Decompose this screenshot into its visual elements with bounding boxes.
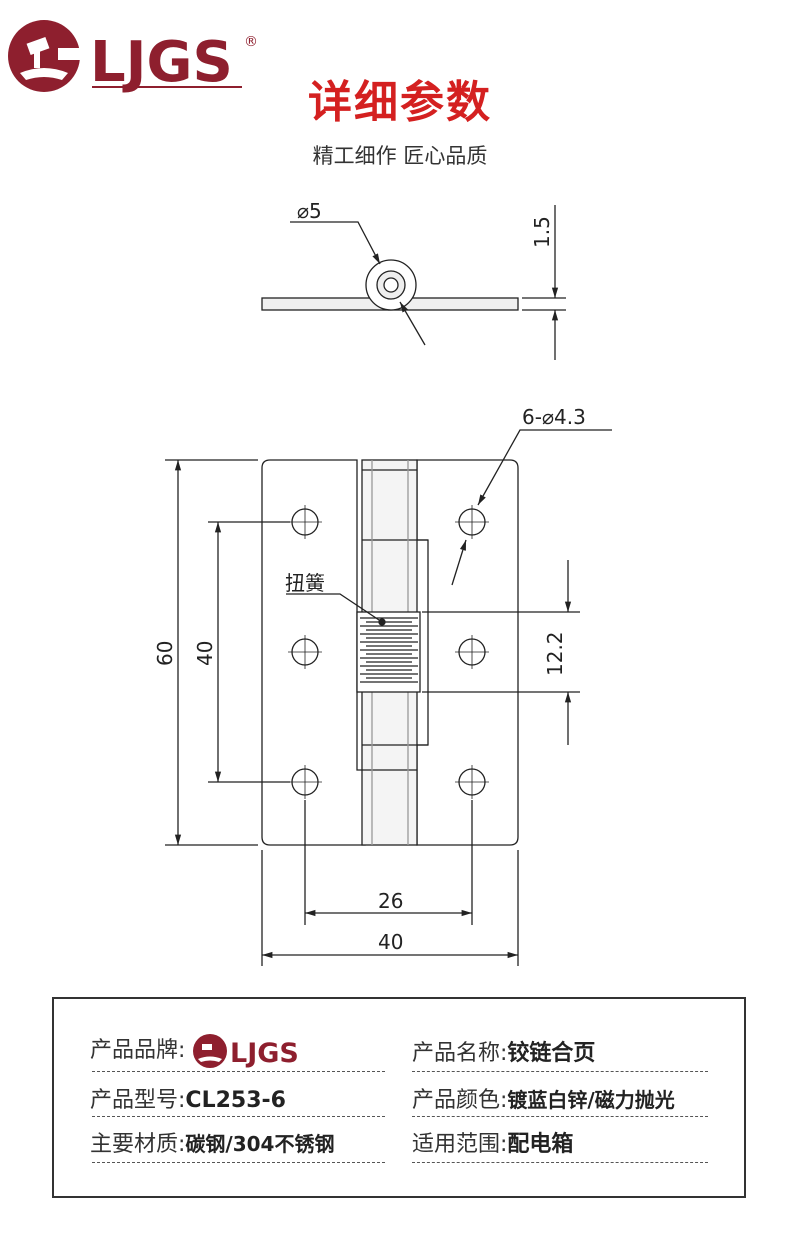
mounting-hole	[288, 505, 322, 539]
spec-label: 产品颜色:	[412, 1088, 508, 1113]
page-title: 详细参数	[308, 77, 492, 128]
spec-brand: 产品品牌: LJGS	[90, 1032, 314, 1070]
spec-usage: 适用范围:配电箱	[412, 1126, 573, 1158]
spec-color: 产品颜色:镀蓝白锌/磁力抛光	[412, 1082, 675, 1114]
pin-diameter-label: ⌀5	[297, 199, 322, 223]
hole-vertical-spacing-label: 40	[193, 641, 217, 666]
divider	[412, 1116, 708, 1117]
spec-value: 镀蓝白锌/磁力抛光	[507, 1088, 675, 1112]
spring-label: 扭簧	[285, 571, 325, 595]
spring-length-label: 12.2	[543, 631, 567, 676]
divider	[92, 1162, 385, 1163]
mounting-hole	[455, 505, 489, 539]
divider	[412, 1162, 708, 1163]
spec-table	[52, 997, 746, 1198]
spec-name: 产品名称:铰链合页	[412, 1035, 595, 1067]
torsion-spring	[356, 611, 421, 693]
spec-label: 主要材质:	[90, 1132, 186, 1157]
total-height-label: 60	[153, 641, 177, 666]
top-view: ⌀5 1.5	[261, 199, 566, 360]
mounting-hole	[288, 765, 322, 799]
page-subtitle: 精工细作 匠心品质	[312, 144, 488, 168]
spec-value: 碳钢/304不锈钢	[185, 1132, 335, 1156]
holes-label: 6-⌀4.3	[522, 405, 586, 429]
mounting-hole	[455, 765, 489, 799]
spec-label: 适用范围:	[412, 1132, 508, 1157]
spec-value: CL253-6	[185, 1088, 286, 1113]
hinge-technical-drawing: ⌀5 1.5	[153, 199, 612, 966]
spec-value: 铰链合页	[507, 1041, 596, 1066]
spec-value: 配电箱	[507, 1132, 574, 1157]
thickness-label: 1.5	[530, 216, 554, 248]
mounting-holes	[288, 505, 489, 799]
brand-logo-small: LJGS	[193, 1034, 299, 1069]
total-width-label: 40	[378, 930, 403, 954]
spec-model: 产品型号:CL253-6	[90, 1082, 286, 1114]
svg-text:LJGS: LJGS	[230, 1038, 299, 1069]
spec-label: 产品型号:	[90, 1088, 186, 1113]
divider	[92, 1071, 385, 1072]
mounting-hole	[455, 635, 489, 669]
registered-mark: ®	[244, 34, 258, 50]
mounting-hole	[288, 635, 322, 669]
spec-label: 产品名称:	[412, 1041, 508, 1066]
divider	[92, 1116, 385, 1117]
divider	[412, 1071, 708, 1072]
spec-material: 主要材质:碳钢/304不锈钢	[90, 1126, 334, 1158]
spec-label: 产品品牌:	[90, 1038, 186, 1063]
brand-logo: LJGS ®	[8, 20, 258, 95]
hole-horizontal-spacing-label: 26	[378, 889, 403, 913]
logo-text: LJGS	[90, 30, 233, 95]
diameter-leader	[290, 221, 381, 265]
front-view: 6-⌀4.3 扭簧 60 40 12.2 26 40	[153, 405, 612, 966]
